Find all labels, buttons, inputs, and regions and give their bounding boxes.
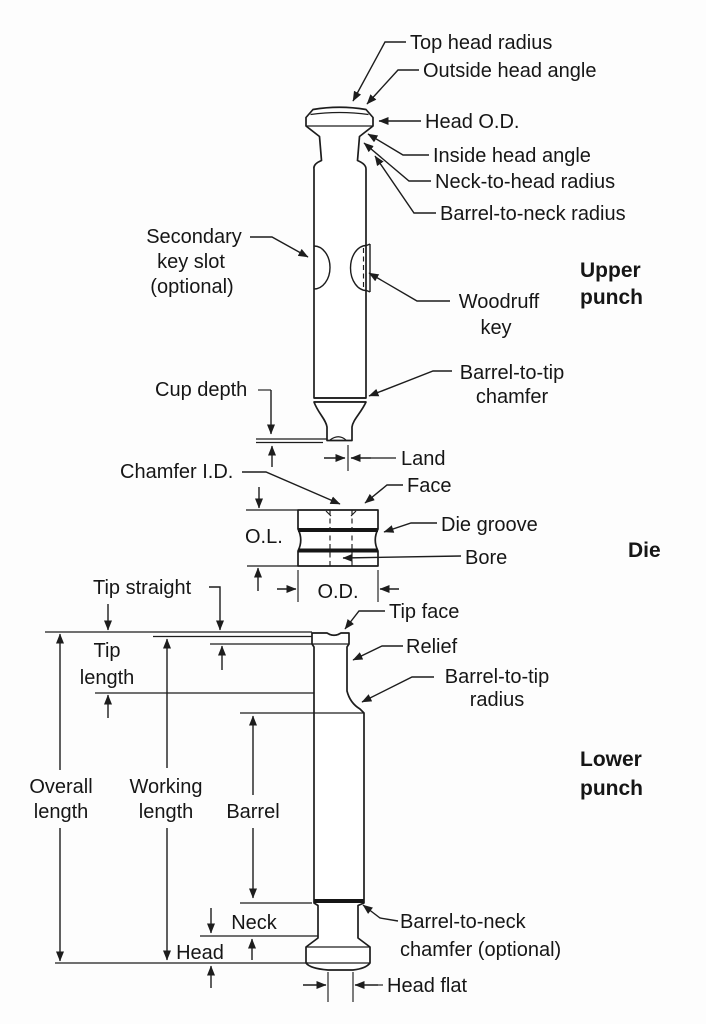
label-barrel-to-neck-radius: Barrel-to-neck radius: [440, 203, 626, 225]
barrel-to-neck-chamfer-leader: [362, 904, 399, 922]
label-barrel-to-neck-chamfer-line2: chamfer (optional): [400, 939, 561, 961]
top-head-radius-leader: [352, 41, 406, 102]
relief-leader: [352, 645, 403, 661]
label-tip-face: Tip face: [389, 601, 459, 623]
label-tip-straight: Tip straight: [93, 577, 192, 599]
leader-lines: [242, 41, 462, 922]
label-head: Head: [176, 942, 224, 964]
label-neck: Neck: [231, 912, 278, 934]
label-cup-depth: Cup depth: [155, 379, 247, 401]
upper-punch-drawing: [305, 106, 374, 442]
upper-punch-tip-outline: [313, 401, 367, 442]
lower-punch-body-outline: [305, 632, 371, 971]
barrel-to-neck-radius-leader: [374, 155, 436, 214]
die-groove-leader: [383, 522, 437, 533]
inside-head-angle-leader: [367, 133, 429, 156]
label-secondary-key-slot-line2: key slot: [157, 251, 225, 273]
label-upper-punch-line2: punch: [580, 286, 643, 309]
secondary-key-slot-shape: [313, 245, 331, 290]
label-top-head-radius: Top head radius: [410, 32, 552, 54]
label-working-length-line2: length: [139, 801, 194, 823]
label-inside-head-angle: Inside head angle: [433, 145, 591, 167]
label-upper-punch-line1: Upper: [580, 259, 641, 282]
label-face: Face: [407, 475, 451, 497]
label-die-groove: Die groove: [441, 514, 538, 536]
bore-leader: [342, 553, 462, 562]
label-land: Land: [401, 448, 446, 470]
label-barrel-to-tip-radius-line1: Barrel-to-tip: [445, 666, 549, 688]
label-outside-head-angle: Outside head angle: [423, 60, 596, 82]
label-head-od: Head O.D.: [425, 111, 519, 133]
upper-head-top-face-line: [310, 111, 369, 116]
face-leader: [364, 484, 403, 504]
label-overall-length-line1: Overall: [29, 776, 92, 798]
die-drawing: [297, 509, 379, 567]
label-die-od: O.D.: [317, 581, 358, 603]
label-overall-length-line2: length: [34, 801, 89, 823]
reference-lines: [45, 438, 379, 1002]
text-labels: Top head radius Outside head angle Head …: [29, 32, 660, 997]
label-bore: Bore: [465, 547, 507, 569]
die-bore-chamfer-marks: [325, 510, 357, 517]
chamfer-id-leader: [242, 471, 341, 505]
barrel-to-tip-radius-leader: [361, 676, 434, 703]
label-lower-punch-line1: Lower: [580, 748, 642, 771]
label-chamfer-id: Chamfer I.D.: [120, 461, 233, 483]
label-secondary-key-slot-line3: (optional): [150, 276, 233, 298]
label-barrel-to-tip-radius-line2: radius: [470, 689, 524, 711]
label-head-flat: Head flat: [387, 975, 467, 997]
label-barrel-to-tip-chamfer-line2: chamfer: [476, 386, 549, 408]
label-barrel: Barrel: [226, 801, 279, 823]
woodruff-key-leader: [368, 272, 450, 302]
outside-head-angle-leader: [366, 69, 419, 105]
tip-face-leader: [344, 610, 385, 630]
label-die-section: Die: [628, 539, 661, 562]
label-secondary-key-slot-line1: Secondary: [146, 226, 242, 248]
label-woodruff-key-line2: key: [480, 317, 511, 339]
label-barrel-to-tip-chamfer-line1: Barrel-to-tip: [460, 362, 564, 384]
label-working-length-line1: Working: [130, 776, 203, 798]
woodruff-key-shape: [349, 243, 371, 293]
label-tip-length-line2: length: [80, 667, 135, 689]
upper-punch-body-outline: [305, 106, 374, 399]
label-relief: Relief: [406, 636, 458, 658]
neck-to-head-radius-leader: [363, 142, 431, 182]
label-woodruff-key-line1: Woodruff: [459, 291, 540, 313]
label-barrel-to-neck-chamfer-line1: Barrel-to-neck: [400, 911, 527, 933]
secondary-key-slot-leader: [250, 236, 309, 258]
label-lower-punch-line2: punch: [580, 777, 643, 800]
barrel-to-tip-chamfer-leader: [368, 370, 452, 397]
lower-punch-drawing: [305, 632, 371, 971]
label-neck-to-head-radius: Neck-to-head radius: [435, 171, 615, 193]
label-die-ol: O.L.: [245, 526, 283, 548]
tip-straight-bracket-arrow: [209, 586, 224, 631]
dimension-arrows: [56, 389, 399, 989]
upper-tip-cup-arc: [329, 436, 347, 441]
label-tip-length-line1: Tip: [93, 640, 120, 662]
cup-depth-ref-lines: [256, 438, 327, 444]
